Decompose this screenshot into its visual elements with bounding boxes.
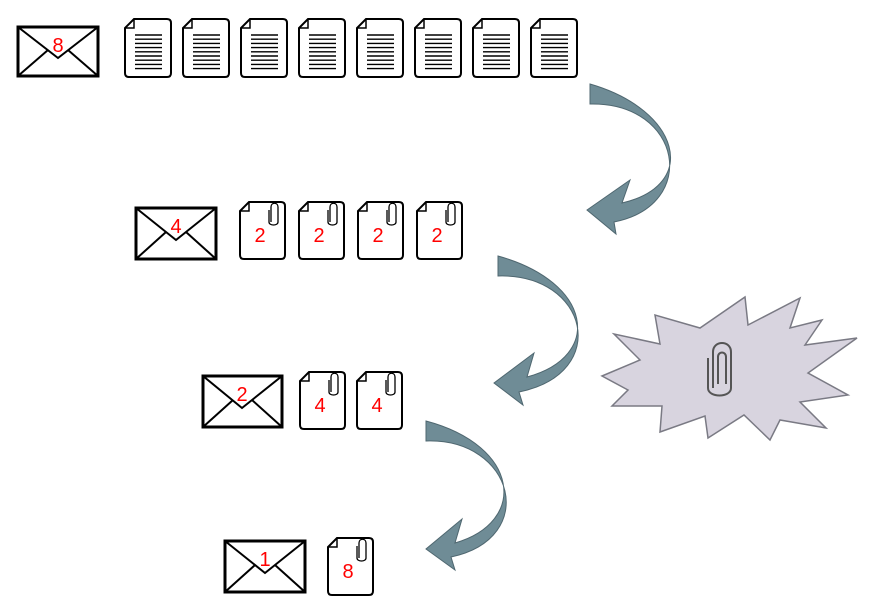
text-page-icon — [298, 18, 346, 78]
page-count-label: 4 — [314, 395, 325, 417]
envelope-icon-row-1: 8 — [16, 25, 100, 78]
text-page-icon — [124, 18, 172, 78]
paperclip-icon — [707, 342, 732, 397]
envelope-count-row-2: 4 — [170, 216, 181, 238]
page-count-label: 2 — [313, 225, 324, 247]
page-count-label: 2 — [254, 225, 265, 247]
text-page-icon — [530, 18, 578, 78]
attachment-page-icon: 2 — [357, 201, 404, 260]
attachment-page-icon: 2 — [298, 201, 345, 260]
attachment-page-icon: 2 — [239, 201, 286, 260]
text-page-icon — [356, 18, 404, 78]
envelope-icon-row-4: 1 — [223, 539, 307, 594]
paperclip-icon — [327, 202, 338, 226]
row-2-pages: 2 2 2 2 — [239, 201, 463, 260]
envelope-count-row-4: 1 — [259, 549, 270, 571]
page-count-label: 2 — [431, 225, 442, 247]
envelope-icon-row-3: 2 — [201, 374, 284, 429]
envelope-count-row-3: 2 — [236, 384, 247, 406]
envelope-icon-row-2: 4 — [134, 206, 218, 261]
attachment-page-icon: 2 — [416, 201, 463, 260]
page-count-label: 8 — [342, 561, 353, 583]
row-4-pages: 8 — [327, 537, 374, 596]
paperclip-icon — [386, 202, 397, 226]
page-count-label: 2 — [372, 225, 383, 247]
row-1-pages — [124, 18, 578, 78]
page-count-label: 4 — [371, 395, 382, 417]
curved-arrow-icon-1 — [586, 83, 671, 236]
curved-arrow-icon-3 — [425, 420, 507, 572]
text-page-icon — [182, 18, 230, 78]
paperclip-icon — [385, 372, 396, 396]
paperclip-icon — [268, 202, 279, 226]
paperclip-icon — [328, 372, 339, 396]
attachment-page-icon: 8 — [327, 537, 374, 596]
paperclip-icon — [356, 538, 367, 562]
attachment-page-icon: 4 — [299, 371, 346, 430]
text-page-icon — [240, 18, 288, 78]
starburst-callout — [600, 295, 858, 442]
text-page-icon — [414, 18, 462, 78]
paperclip-icon — [445, 202, 456, 226]
attachment-page-icon: 4 — [356, 371, 403, 430]
curved-arrow-icon-2 — [493, 255, 579, 407]
envelope-count-row-1: 8 — [52, 35, 63, 57]
text-page-icon — [472, 18, 520, 78]
